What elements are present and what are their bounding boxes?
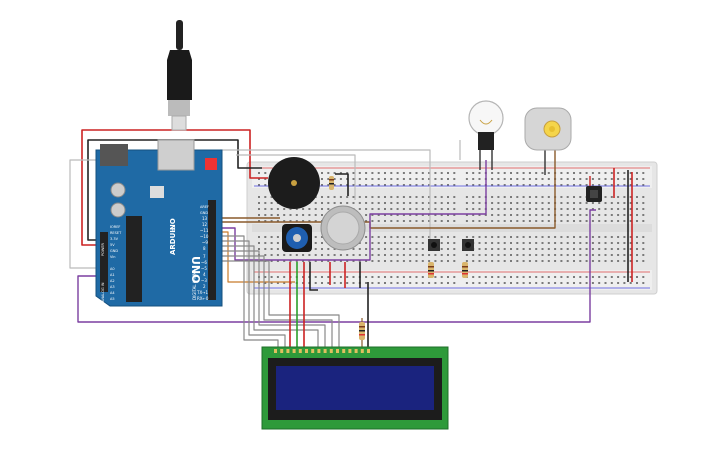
- arduino-uno-board[interactable]: ARDUINO UNO ∞ AREF GND 13 12 ~11 ~10 ~9 …: [95, 139, 223, 307]
- usb-port-icon: [157, 139, 195, 171]
- wire-gray-3: [236, 154, 356, 200]
- pin-label-13: 13: [202, 216, 208, 221]
- wire-gray-2: [220, 149, 431, 240]
- wire-purple-bulb: [222, 160, 487, 261]
- analog-label: ANALOG IN: [101, 282, 105, 302]
- pin-label-10: ~10: [200, 234, 209, 239]
- crystal-icon: [150, 186, 164, 198]
- arduino-logo: ∞: [169, 225, 178, 232]
- pin-label-3: ~3: [201, 278, 207, 283]
- arduino-model: UNO: [189, 256, 202, 284]
- capacitor-icon: [110, 182, 126, 198]
- pin-label-5: ~5: [201, 266, 207, 271]
- reset-button[interactable]: [205, 158, 217, 170]
- pin-label-ioref: IOREF: [110, 225, 120, 229]
- pin-label-a4: A4: [110, 291, 115, 295]
- pin-label-aref: AREF: [200, 205, 209, 209]
- pin-label-vin: Vin: [110, 255, 116, 259]
- pin-label-a3: A3: [110, 285, 115, 289]
- resistor-icon[interactable]: [329, 176, 334, 190]
- potentiometer-icon[interactable]: [282, 224, 312, 252]
- resistor-icon[interactable]: [428, 262, 434, 278]
- wire-gray-1: [69, 159, 105, 269]
- wires: [69, 129, 633, 350]
- pushbutton-icon[interactable]: [462, 239, 474, 251]
- pin-label-a1: A1: [110, 273, 115, 277]
- capacitor-icon: [110, 202, 126, 218]
- lcd-16x2-icon[interactable]: [261, 346, 449, 430]
- pin-label-9: ~9: [202, 240, 208, 245]
- pin-label-gnd-power: GND: [110, 249, 118, 253]
- resistor-icon[interactable]: [359, 322, 365, 340]
- power-pin-header[interactable]: [100, 232, 108, 292]
- pushbutton-icon[interactable]: [428, 239, 440, 251]
- lcd-screen: [276, 366, 434, 410]
- dc-motor-icon[interactable]: [524, 107, 572, 151]
- pin-label-6: ~6: [201, 260, 207, 265]
- usb-cable-icon: [167, 20, 192, 131]
- breadboard-holes: [258, 172, 645, 284]
- gas-sensor-icon[interactable]: [320, 205, 366, 251]
- pin-label-reset: RESET: [110, 231, 122, 235]
- pin-label-a5: A5: [110, 297, 115, 301]
- pin-label-rx: RX←0: [197, 296, 209, 301]
- light-bulb-icon[interactable]: [468, 100, 504, 150]
- pin-label-4: 4: [203, 272, 206, 277]
- wire-red-5v: [81, 129, 268, 246]
- pin-label-8: 8: [203, 246, 206, 251]
- resistor-icon[interactable]: [462, 262, 468, 278]
- digital-label: DIGITAL (PWM~): [192, 266, 197, 300]
- pin-label-7: 7: [203, 254, 206, 259]
- lcd-pin-header: [274, 349, 370, 353]
- pin-label-gnd: GND: [200, 211, 208, 215]
- dc-jack-icon: [100, 144, 128, 166]
- arduino-brand: ARDUINO: [169, 218, 177, 255]
- digital-pin-header[interactable]: [208, 200, 216, 300]
- pin-label-2: 2: [203, 284, 206, 289]
- pin-label-11: ~11: [200, 228, 209, 233]
- piezo-buzzer-icon[interactable]: [268, 157, 320, 209]
- pin-label-a0: A0: [110, 267, 115, 271]
- pin-label-a2: A2: [110, 279, 115, 283]
- pin-label-5v: 5V: [110, 243, 115, 247]
- atmega-chip-icon: [126, 216, 142, 302]
- pin-label-3v3: 3.3V: [110, 237, 119, 241]
- pin-label-12: 12: [202, 222, 208, 227]
- wire-purple-sensor: [77, 209, 596, 323]
- pin-label-tx: TX→1: [196, 290, 209, 295]
- power-label: POWER: [101, 242, 105, 256]
- temperature-sensor-icon[interactable]: [586, 186, 602, 202]
- wire-orange: [222, 231, 295, 283]
